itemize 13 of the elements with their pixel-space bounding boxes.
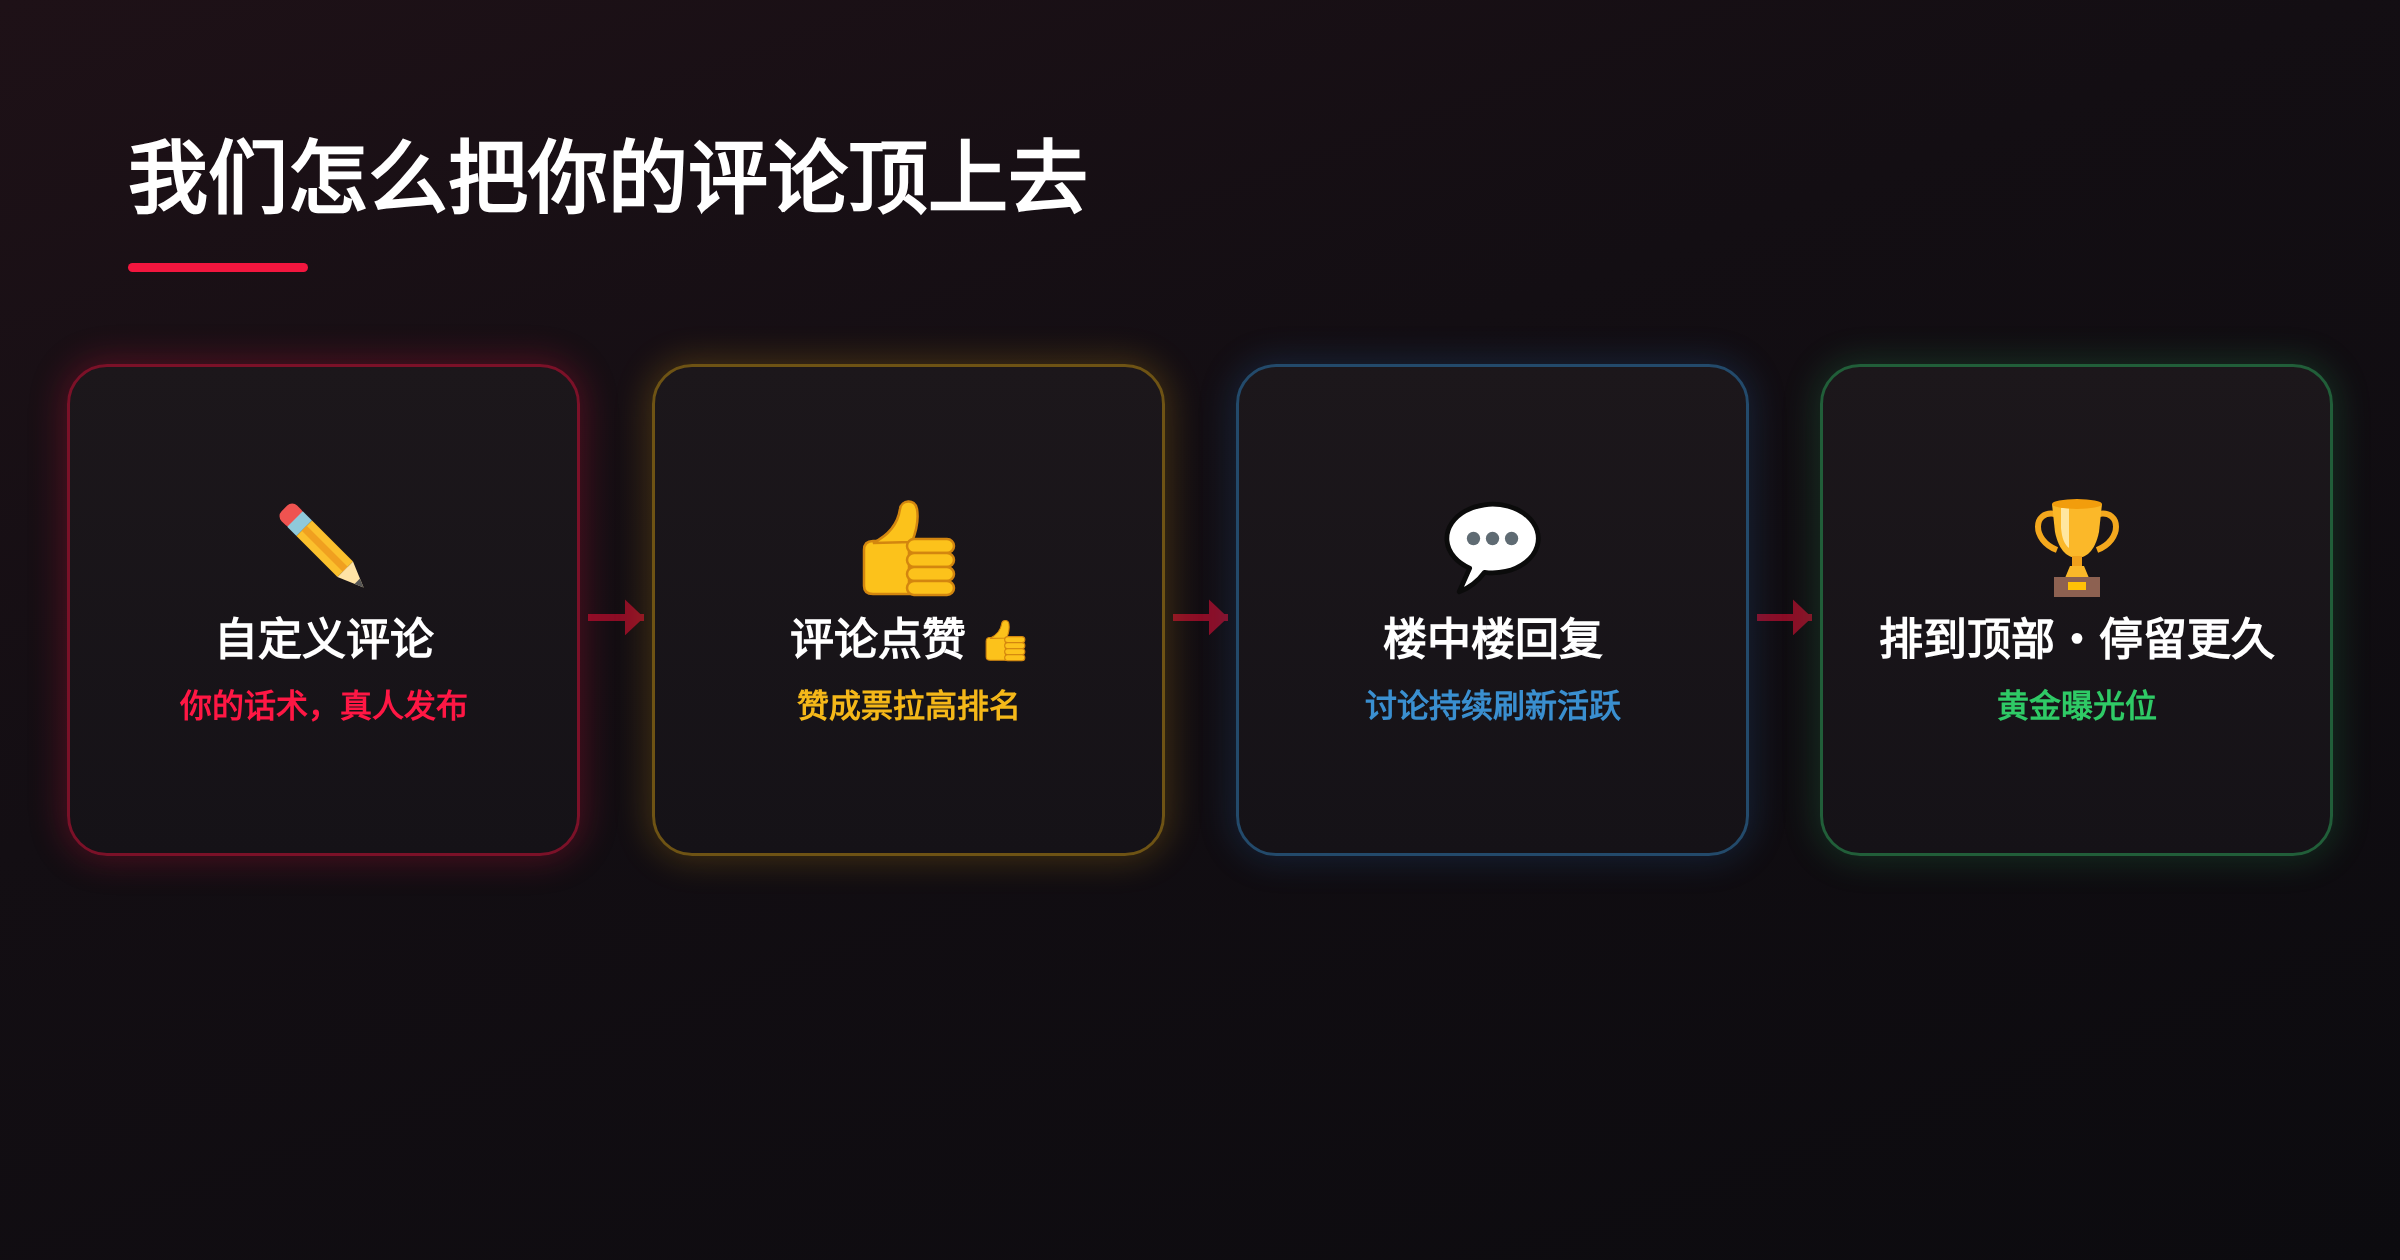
step-title: 楼中楼回复 (1382, 613, 1603, 667)
step-subtitle: 讨论持续刷新活跃 (1364, 686, 1621, 726)
step-subtitle: 你的话术，真人发布 (179, 686, 468, 726)
step-card (1820, 364, 2333, 856)
step-title: 评论点赞 (790, 613, 966, 667)
step-subtitle: 赞成票拉高排名 (796, 686, 1021, 726)
page-title: 我们怎么把你的评论顶上去 (128, 131, 1088, 227)
step-title: 自定义评论 (213, 613, 434, 667)
step-title: 排到顶部・停留更久 (1878, 613, 2275, 667)
step-card (652, 364, 1165, 856)
step-subtitle: 黄金曝光位 (1996, 686, 2157, 726)
step-card (67, 364, 580, 856)
step-card (1236, 364, 1749, 856)
